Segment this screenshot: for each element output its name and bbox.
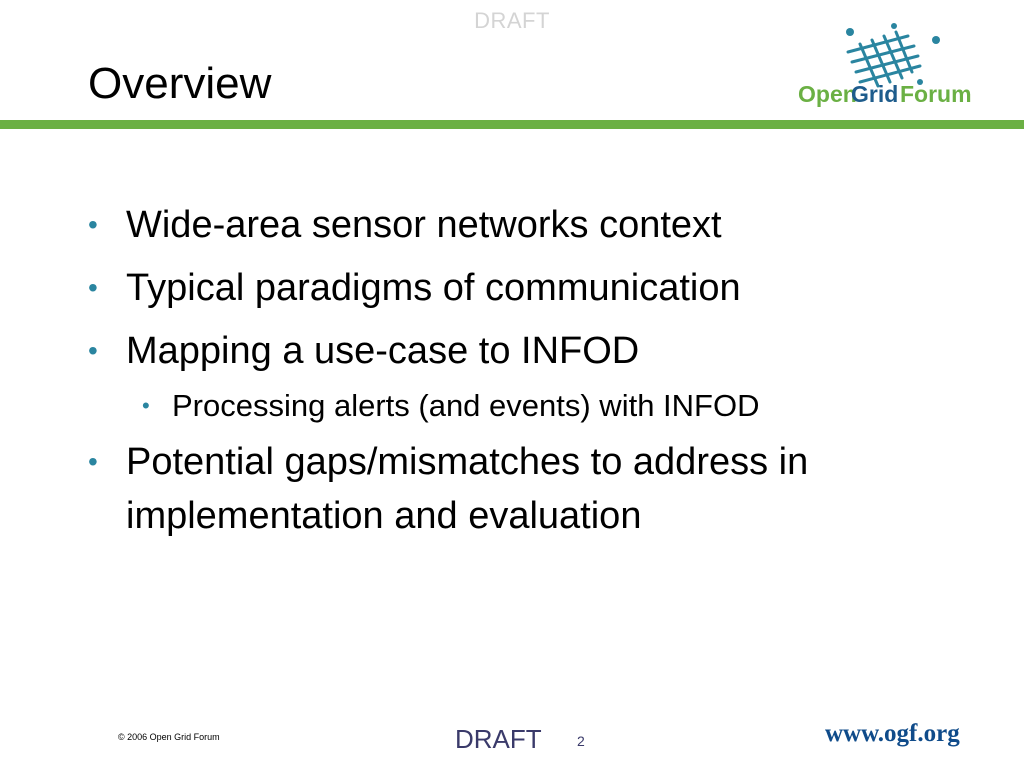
logo-word-forum: Forum [900, 81, 972, 107]
draft-watermark-bottom: DRAFT [455, 724, 542, 754]
bullet-item: • Wide-area sensor networks context [88, 198, 948, 252]
copyright-notice: © 2006 Open Grid Forum [118, 732, 220, 742]
sub-bullet-item: • Processing alerts (and events) with IN… [142, 383, 948, 429]
bullet-list: • Wide-area sensor networks context • Ty… [88, 198, 948, 552]
slide-title: Overview [88, 59, 272, 108]
bullet-text: Typical paradigms of communication [126, 267, 741, 309]
grid-logo-icon: Open Grid Forum [798, 23, 972, 107]
bullet-marker-icon: • [88, 272, 98, 303]
bullet-text: Wide-area sensor networks context [126, 204, 722, 246]
open-grid-forum-logo: Open Grid Forum [790, 22, 990, 114]
sub-bullet-text: Processing alerts (and events) with INFO… [172, 388, 760, 423]
title-divider [0, 120, 1024, 129]
logo-word-grid: Grid [851, 81, 898, 107]
bullet-marker-icon: • [88, 446, 98, 477]
bullet-marker-icon: • [88, 335, 98, 366]
bullet-text: Potential gaps/mismatches to address in … [126, 441, 809, 537]
draft-watermark-top: DRAFT [474, 8, 550, 33]
bullet-marker-icon: • [88, 209, 98, 240]
sub-bullet-marker-icon: • [142, 393, 150, 418]
bullet-item: • Typical paradigms of communication [88, 261, 948, 315]
logo-word-open: Open [798, 81, 857, 107]
site-url-link[interactable]: www.ogf.org [825, 720, 960, 747]
bullet-text: Mapping a use-case to INFOD [126, 330, 640, 372]
bullet-item: • Potential gaps/mismatches to address i… [88, 435, 948, 543]
page-number: 2 [577, 733, 585, 749]
bullet-item: • Mapping a use-case to INFOD [88, 324, 948, 378]
